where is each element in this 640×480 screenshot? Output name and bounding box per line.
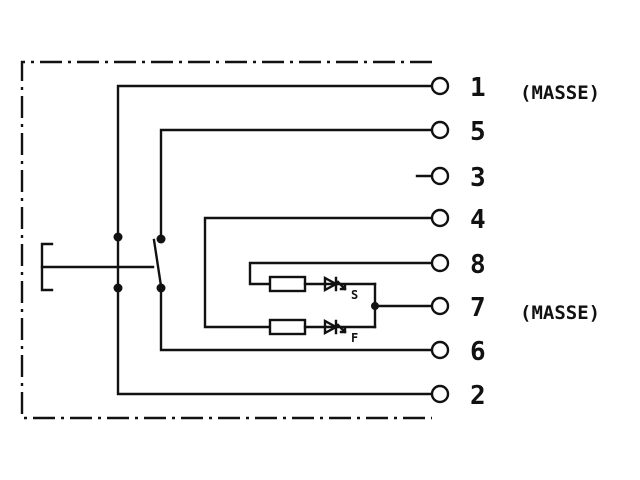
terminal-4-wire <box>203 216 434 329</box>
terminal-2-label: 2 <box>470 381 486 411</box>
terminal-8-wire <box>248 261 434 286</box>
resistor-s <box>268 275 307 293</box>
switch-1-lower-wire <box>116 286 434 396</box>
led-f-icon <box>323 318 347 336</box>
terminal-circles <box>430 76 450 404</box>
resistor-f <box>268 318 307 336</box>
terminal-6-label: 6 <box>470 337 486 367</box>
terminal-5-label: 5 <box>470 117 486 147</box>
switch-1-upper-contact <box>113 232 123 242</box>
terminal-7-circle <box>430 296 450 316</box>
terminal-4-circle <box>430 208 450 228</box>
terminal-8-label: 8 <box>470 250 486 280</box>
switch-1-upper-wire <box>116 84 434 239</box>
terminal-7-label: 7 <box>470 293 486 323</box>
terminal-1-note: (MASSE) <box>520 82 600 104</box>
component-tag-f: F <box>351 331 358 345</box>
terminal-8-circle <box>430 253 450 273</box>
terminal-1-label: 1 <box>470 73 486 103</box>
led-s-icon <box>323 275 347 293</box>
terminal-4-label: 4 <box>470 205 486 235</box>
component-tag-s: S <box>351 288 358 302</box>
switch-2-lower-wire <box>159 286 434 352</box>
terminal-7-note: (MASSE) <box>520 302 600 324</box>
terminal-1-circle <box>430 76 450 96</box>
switch-2-blade <box>152 238 163 288</box>
switch-2-upper-contact <box>156 234 166 244</box>
junction-dot <box>371 302 379 310</box>
terminal-7-bus <box>373 282 434 329</box>
terminal-3-circle <box>430 166 450 186</box>
terminal-5-circle <box>430 120 450 140</box>
terminal-2-circle <box>430 384 450 404</box>
terminal-3-label: 3 <box>470 163 486 193</box>
housing-outline <box>20 60 432 420</box>
switch-2-upper-wire <box>159 128 434 241</box>
terminal-6-circle <box>430 340 450 360</box>
